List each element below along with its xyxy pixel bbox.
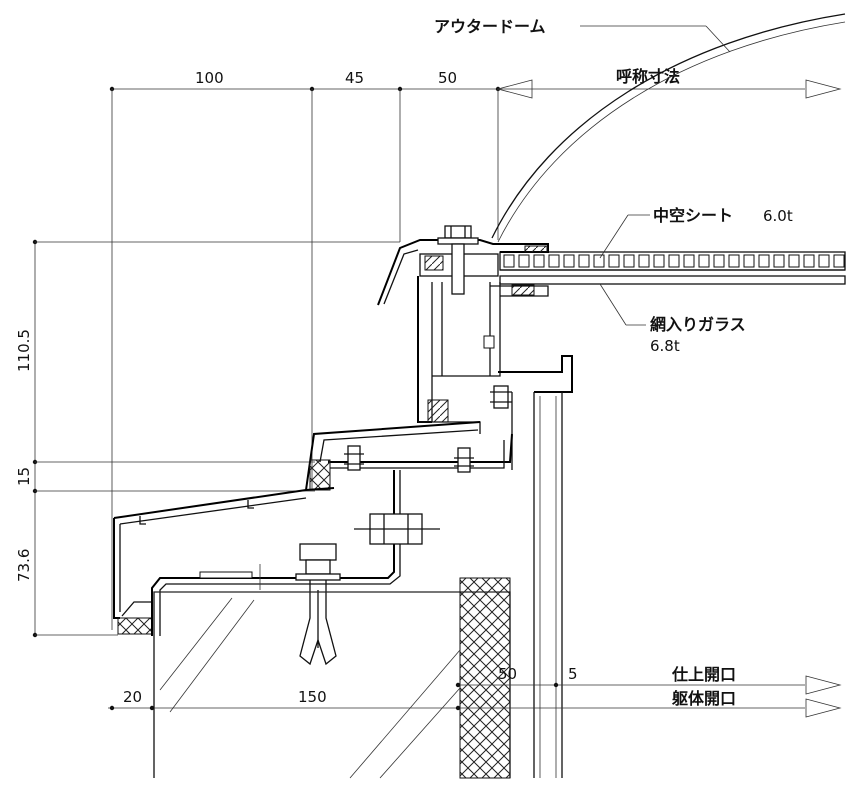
dimension-50-bottom: 50 bbox=[498, 665, 517, 683]
label-outer-dome: アウタードーム bbox=[434, 17, 546, 36]
hollow-sheet-cell bbox=[548, 254, 560, 268]
outer-dome-arc bbox=[491, 13, 846, 243]
hollow-sheet-cell bbox=[563, 254, 575, 268]
anchor-bracket bbox=[151, 470, 440, 666]
concrete-curb bbox=[153, 577, 511, 779]
upper-frame bbox=[377, 225, 573, 470]
dimension-15: 15 bbox=[15, 467, 33, 486]
left-dimension-line bbox=[32, 239, 400, 638]
dimension-50-top: 50 bbox=[438, 69, 457, 87]
hollow-sheet-cell bbox=[743, 254, 755, 268]
dimension-20: 20 bbox=[123, 688, 142, 706]
hollow-sheet-cell bbox=[593, 254, 605, 268]
label-wired-glass-thickness: 6.8t bbox=[650, 337, 680, 355]
dimension-5: 5 bbox=[568, 665, 578, 683]
hollow-sheet-cell bbox=[518, 254, 530, 268]
wired-glass bbox=[499, 275, 846, 285]
label-wired-glass: 網入りガラス bbox=[650, 315, 746, 334]
hollow-sheet-cell bbox=[833, 254, 845, 268]
hollow-sheet-cell bbox=[773, 254, 785, 268]
bottom-dimension-lines bbox=[108, 675, 842, 718]
hollow-sheet-cell bbox=[698, 254, 710, 268]
dimension-45: 45 bbox=[345, 69, 364, 87]
dimension-100: 100 bbox=[195, 69, 224, 87]
hollow-sheet-cell bbox=[788, 254, 800, 268]
hollow-sheet-cell bbox=[503, 254, 515, 268]
hollow-sheet-cell bbox=[803, 254, 815, 268]
top-dimension-line bbox=[109, 79, 842, 630]
hollow-sheet-cell bbox=[623, 254, 635, 268]
label-structure-opening: 躯体開口 bbox=[671, 689, 736, 708]
label-hollow-sheet-thickness: 6.0t bbox=[763, 207, 793, 225]
hollow-sheet-cell bbox=[578, 254, 590, 268]
hollow-sheet-cell bbox=[533, 254, 545, 268]
hollow-sheet-cell bbox=[653, 254, 665, 268]
label-finish-opening: 仕上開口 bbox=[671, 665, 736, 684]
dimension-73-6: 73.6 bbox=[15, 549, 33, 582]
sash-lines bbox=[533, 392, 563, 778]
hollow-sheet bbox=[499, 251, 846, 271]
hollow-sheet-cell bbox=[608, 254, 620, 268]
leader-lines bbox=[599, 214, 650, 326]
label-nominal-size: 呼称寸法 bbox=[616, 67, 680, 86]
gutter-profile bbox=[113, 421, 513, 635]
dimension-150: 150 bbox=[298, 688, 327, 706]
hollow-sheet-cell bbox=[758, 254, 770, 268]
hollow-sheet-cell bbox=[713, 254, 725, 268]
hollow-sheet-cell bbox=[638, 254, 650, 268]
hollow-sheet-cell bbox=[818, 254, 830, 268]
dimension-110-5: 110.5 bbox=[15, 329, 33, 372]
label-hollow-sheet: 中空シート bbox=[653, 206, 733, 225]
hollow-sheet-cell bbox=[683, 254, 695, 268]
hollow-sheet-cell bbox=[668, 254, 680, 268]
hollow-sheet-cell bbox=[728, 254, 740, 268]
